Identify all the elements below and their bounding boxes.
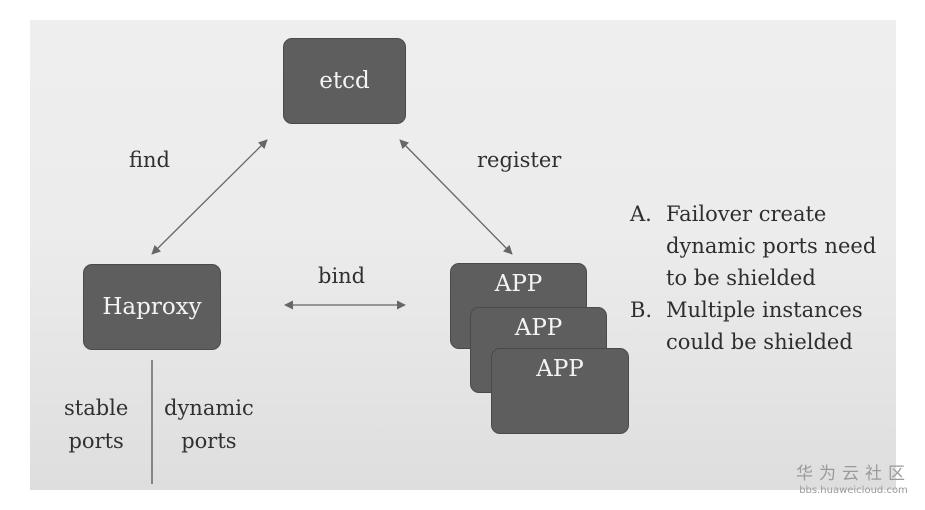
note-b: B. Multiple instances could be shielded — [630, 294, 876, 358]
stable-ports-label: stable ports — [64, 392, 128, 458]
stable-ports-line1: stable — [64, 396, 129, 420]
app-label-1: APP — [494, 271, 543, 297]
etcd-node: etcd — [283, 38, 406, 124]
note-a-line3: to be shielded — [666, 266, 816, 290]
note-b-line1: Multiple instances — [666, 298, 863, 322]
register-label: register — [477, 148, 562, 172]
watermark-name: 华为云社区 — [796, 464, 911, 484]
haproxy-node: Haproxy — [83, 264, 221, 350]
app-node-3: APP — [491, 348, 629, 434]
dynamic-ports-line2: ports — [181, 429, 237, 453]
etcd-label: etcd — [319, 68, 370, 94]
app-label-2: APP — [514, 315, 563, 341]
note-a-line2: dynamic ports need — [666, 234, 877, 258]
note-a-marker: A. — [630, 202, 652, 226]
note-a-line1: Failover create — [666, 202, 827, 226]
watermark-url: bbs.huaweicloud.com — [799, 485, 908, 496]
diagram-slide: etcd Haproxy APP APP APP find register b… — [30, 20, 896, 490]
bind-label: bind — [318, 264, 366, 288]
connector-layer — [151, 139, 513, 484]
note-a: A. Failover create dynamic ports need to… — [630, 198, 876, 294]
haproxy-label: Haproxy — [102, 294, 202, 320]
notes-list: A. Failover create dynamic ports need to… — [630, 198, 876, 358]
watermark: 华为云社区 bbs.huaweicloud.com — [796, 464, 911, 498]
stable-ports-line2: ports — [68, 429, 124, 453]
dynamic-ports-line1: dynamic — [164, 396, 254, 420]
note-b-line2: could be shielded — [666, 330, 853, 354]
app-label-3: APP — [536, 356, 584, 382]
note-b-marker: B. — [630, 298, 653, 322]
dynamic-ports-label: dynamic ports — [164, 392, 254, 458]
find-label: find — [129, 148, 170, 172]
register-arrow — [399, 139, 513, 255]
find-arrow — [151, 139, 268, 255]
